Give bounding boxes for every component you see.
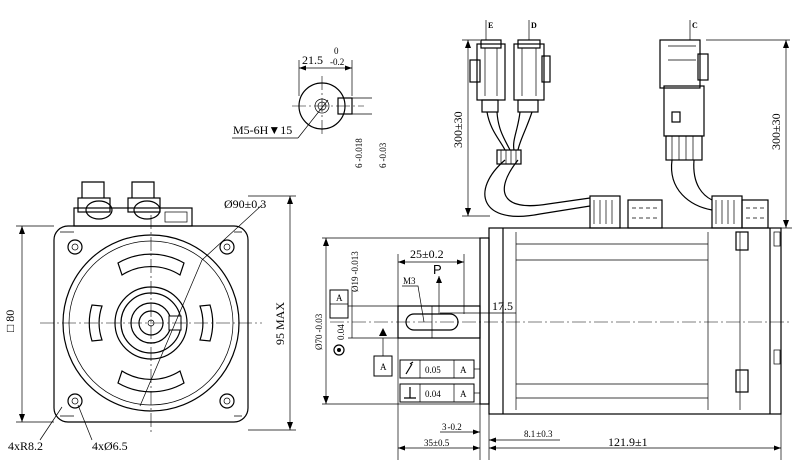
face-runout-label: 0.05 xyxy=(425,365,441,375)
motor-body xyxy=(488,227,782,415)
max-size-label: 95 MAX xyxy=(273,302,287,345)
front-view xyxy=(16,181,296,441)
flat-width-label: 21.5 xyxy=(302,53,323,67)
key-height-label: 17.5 xyxy=(492,299,513,313)
pilot-diameter-label: Ø90±0.3 xyxy=(224,197,266,211)
cable-dimensions xyxy=(462,39,792,229)
body-length-label: 121.9±1 xyxy=(608,435,648,449)
datum-a-label: A xyxy=(380,362,387,372)
flat-width-tol-lower: -0.2 xyxy=(330,57,344,67)
shaft-runout-label: 0.04 xyxy=(336,324,346,340)
datum-a-frame: A xyxy=(336,293,343,303)
cable-e-d xyxy=(469,20,591,217)
mount-hole xyxy=(67,239,83,255)
side-view xyxy=(330,195,790,415)
connector-d-label: D xyxy=(531,21,537,30)
mount-hole xyxy=(219,393,235,409)
connector-e-label: E xyxy=(488,21,493,30)
perpendicularity-datum: A xyxy=(460,389,467,399)
mount-holes-label: 4xØ6.5 xyxy=(92,439,128,453)
face-runout-datum: A xyxy=(460,365,467,375)
thread-label: M5-6H▼15 xyxy=(233,123,292,137)
spigot-diameter-label: Ø70-0.03 xyxy=(314,313,324,350)
mount-hole xyxy=(219,239,235,255)
cable-left-length: 300±30 xyxy=(451,111,465,148)
key-length-label: 25±0.2 xyxy=(410,247,444,261)
square-size-label: □ 80 xyxy=(3,310,17,332)
cable-right-length: 300±30 xyxy=(769,113,783,150)
side-dimensions xyxy=(322,237,782,460)
mount-hole xyxy=(67,393,83,409)
front-connectors xyxy=(73,181,193,227)
m3-label: M3 xyxy=(403,276,416,286)
connector-c-label: C xyxy=(692,21,698,30)
cable-c xyxy=(659,20,713,211)
shaft-length-label: 35±0.5 xyxy=(424,438,450,448)
key-width-b-label: 6-0.03 xyxy=(378,142,388,168)
perpendicularity-label: 0.04 xyxy=(425,389,441,399)
mount-radius-label: 4xR8.2 xyxy=(8,439,43,453)
flat-width-tol-upper: 0 xyxy=(334,46,339,56)
point-p-label: P xyxy=(433,262,442,277)
flange-thickness-label: 8.1±0.3 xyxy=(524,429,553,439)
shaft-diameter-label: Ø19-0.013 xyxy=(350,251,360,292)
key-width-a-label: 6-0.018 xyxy=(354,138,364,168)
spigot-length-label: 3-0.2 xyxy=(442,422,462,432)
shaft-detail xyxy=(232,60,372,139)
